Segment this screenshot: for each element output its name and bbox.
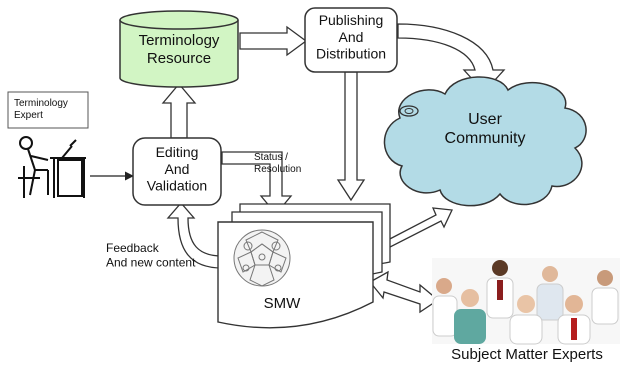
stick-figure-at-desk-icon [18,136,86,198]
arrow-editing-to-resource [161,82,197,139]
smw-label: SMW [264,295,302,312]
buckyball-logo-icon [233,229,291,287]
arrow-publishing-to-smw [336,71,366,202]
subject-matter-experts-caption: Subject Matter Experts [451,346,603,363]
status-resolution-label: Status /Resolution [254,152,301,175]
people-photo [432,258,620,345]
arrow-smw-experts-bidirectional [369,270,440,314]
arrow-resource-to-publishing [239,25,308,57]
